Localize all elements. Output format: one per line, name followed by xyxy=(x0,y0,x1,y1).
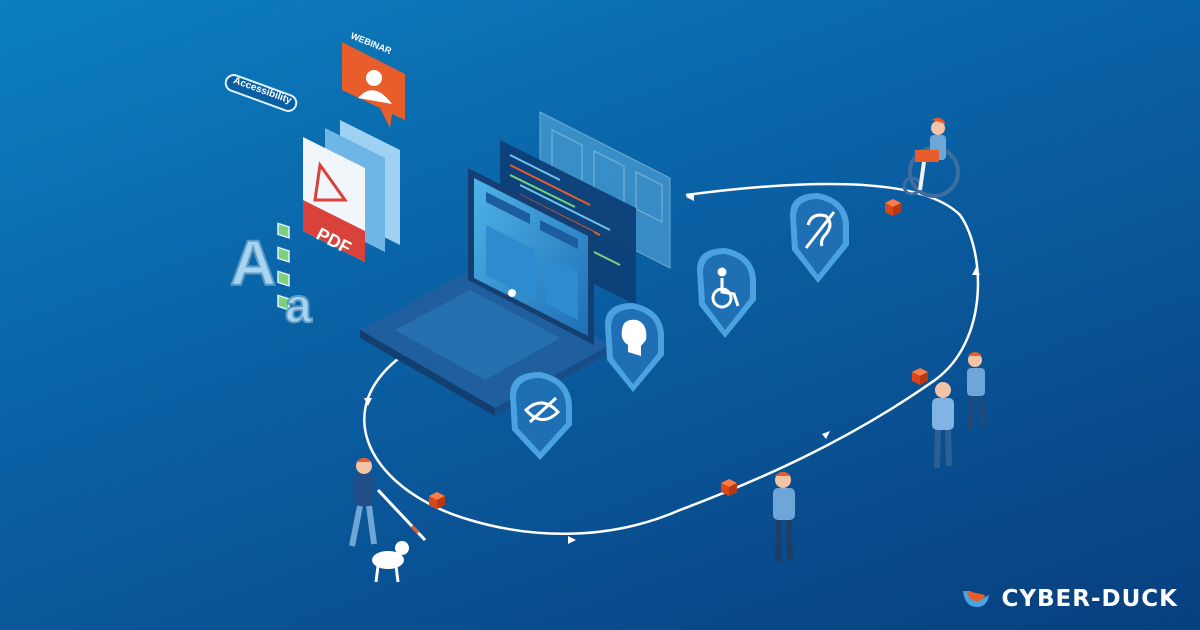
accessibility-checklist xyxy=(224,74,298,311)
hearing-icon xyxy=(804,211,836,249)
webinar-badge xyxy=(342,42,405,128)
pin-hearing xyxy=(790,193,849,283)
cognitive-head-icon xyxy=(621,319,647,356)
person-with-cane-and-guide-dog xyxy=(349,458,427,583)
person-standing xyxy=(932,382,954,469)
pdf-acrobat-icon xyxy=(313,161,348,202)
pin-vision xyxy=(510,372,572,460)
vision-icon xyxy=(523,396,561,424)
brand-logo[interactable]: CYBER-DUCK xyxy=(961,586,1178,612)
person-with-phone xyxy=(967,352,987,431)
wheelchair-icon xyxy=(711,267,740,309)
font-letter-upper: A xyxy=(230,227,276,299)
person-with-tablet xyxy=(773,472,795,563)
duck-logo-icon xyxy=(963,591,990,607)
font-letter-lower: a xyxy=(285,280,312,333)
path-arrows xyxy=(364,193,980,544)
brand-name: CYBER-DUCK xyxy=(1001,586,1178,612)
person-wheelchair xyxy=(902,117,960,198)
orange-cube-markers xyxy=(429,199,928,509)
